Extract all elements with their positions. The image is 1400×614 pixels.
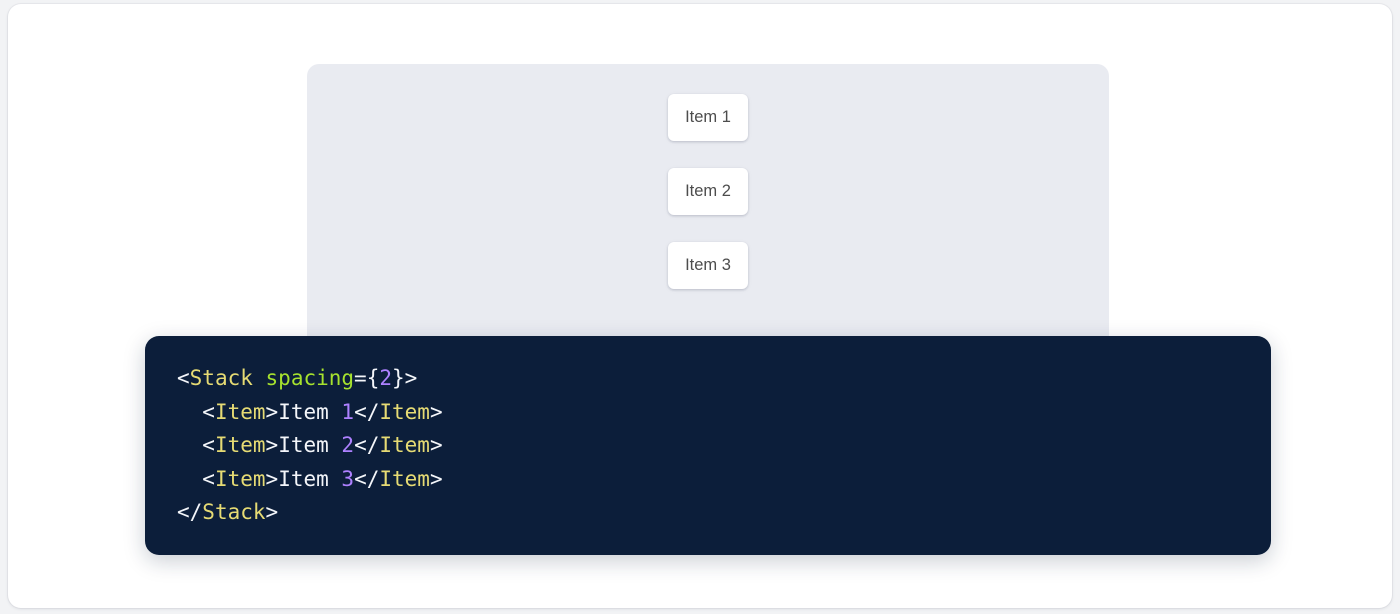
code-token-punc: > bbox=[429, 466, 443, 491]
app-card: Item 1 Item 2 Item 3 <Stack spacing={2}>… bbox=[8, 4, 1392, 608]
code-token-num: 2 bbox=[379, 366, 392, 390]
code-token-num: 3 bbox=[341, 466, 355, 491]
code-token-num: 2 bbox=[341, 433, 355, 458]
code-token-punc: > bbox=[265, 466, 279, 491]
code-token-punc: </ bbox=[354, 399, 380, 424]
stack-item[interactable]: Item 3 bbox=[668, 242, 748, 289]
code-token-punc: > bbox=[265, 500, 279, 525]
code-token-tag: Item bbox=[379, 433, 430, 458]
stack-container: Item 1 Item 2 Item 3 bbox=[668, 94, 748, 289]
stack-item-label: Item 1 bbox=[685, 108, 731, 126]
stack-item-label: Item 3 bbox=[685, 256, 731, 274]
code-token-text: Item bbox=[278, 466, 342, 491]
code-snippet: <Stack spacing={2}> <Item>Item 1</Item> … bbox=[177, 362, 1271, 530]
code-token-punc bbox=[253, 366, 266, 390]
code-token-punc: </ bbox=[354, 433, 380, 458]
code-token-tag: Item bbox=[214, 399, 266, 424]
code-token-punc: </ bbox=[177, 500, 203, 525]
code-token-num: 1 bbox=[341, 399, 355, 424]
code-token-punc: > bbox=[429, 433, 443, 458]
code-token-tag: Item bbox=[214, 433, 266, 458]
code-token-tag: Item bbox=[379, 399, 430, 424]
code-token-tag: Stack bbox=[189, 366, 253, 390]
code-token-text: Item bbox=[278, 433, 342, 458]
code-token-punc: < bbox=[177, 366, 190, 390]
stack-item[interactable]: Item 2 bbox=[668, 168, 748, 215]
component-preview-panel: Item 1 Item 2 Item 3 bbox=[307, 64, 1109, 364]
code-token-punc: < bbox=[202, 433, 215, 458]
code-token-punc: > bbox=[429, 399, 443, 424]
stack-item[interactable]: Item 1 bbox=[668, 94, 748, 141]
stack-item-label: Item 2 bbox=[685, 182, 731, 200]
code-token-punc: < bbox=[202, 466, 215, 491]
code-token-punc: </ bbox=[354, 466, 380, 491]
code-token-punc: < bbox=[202, 399, 215, 424]
code-token-punc: }> bbox=[392, 366, 418, 390]
code-token-attr: spacing bbox=[265, 366, 355, 390]
code-token-text: Item bbox=[278, 399, 342, 424]
code-token-punc: > bbox=[265, 433, 279, 458]
code-block[interactable]: <Stack spacing={2}> <Item>Item 1</Item> … bbox=[145, 336, 1271, 555]
code-token-punc: > bbox=[265, 399, 279, 424]
code-token-punc: ={ bbox=[354, 366, 380, 390]
code-token-tag: Item bbox=[214, 466, 266, 491]
code-token-tag: Item bbox=[379, 466, 430, 491]
code-token-tag: Stack bbox=[202, 500, 266, 525]
